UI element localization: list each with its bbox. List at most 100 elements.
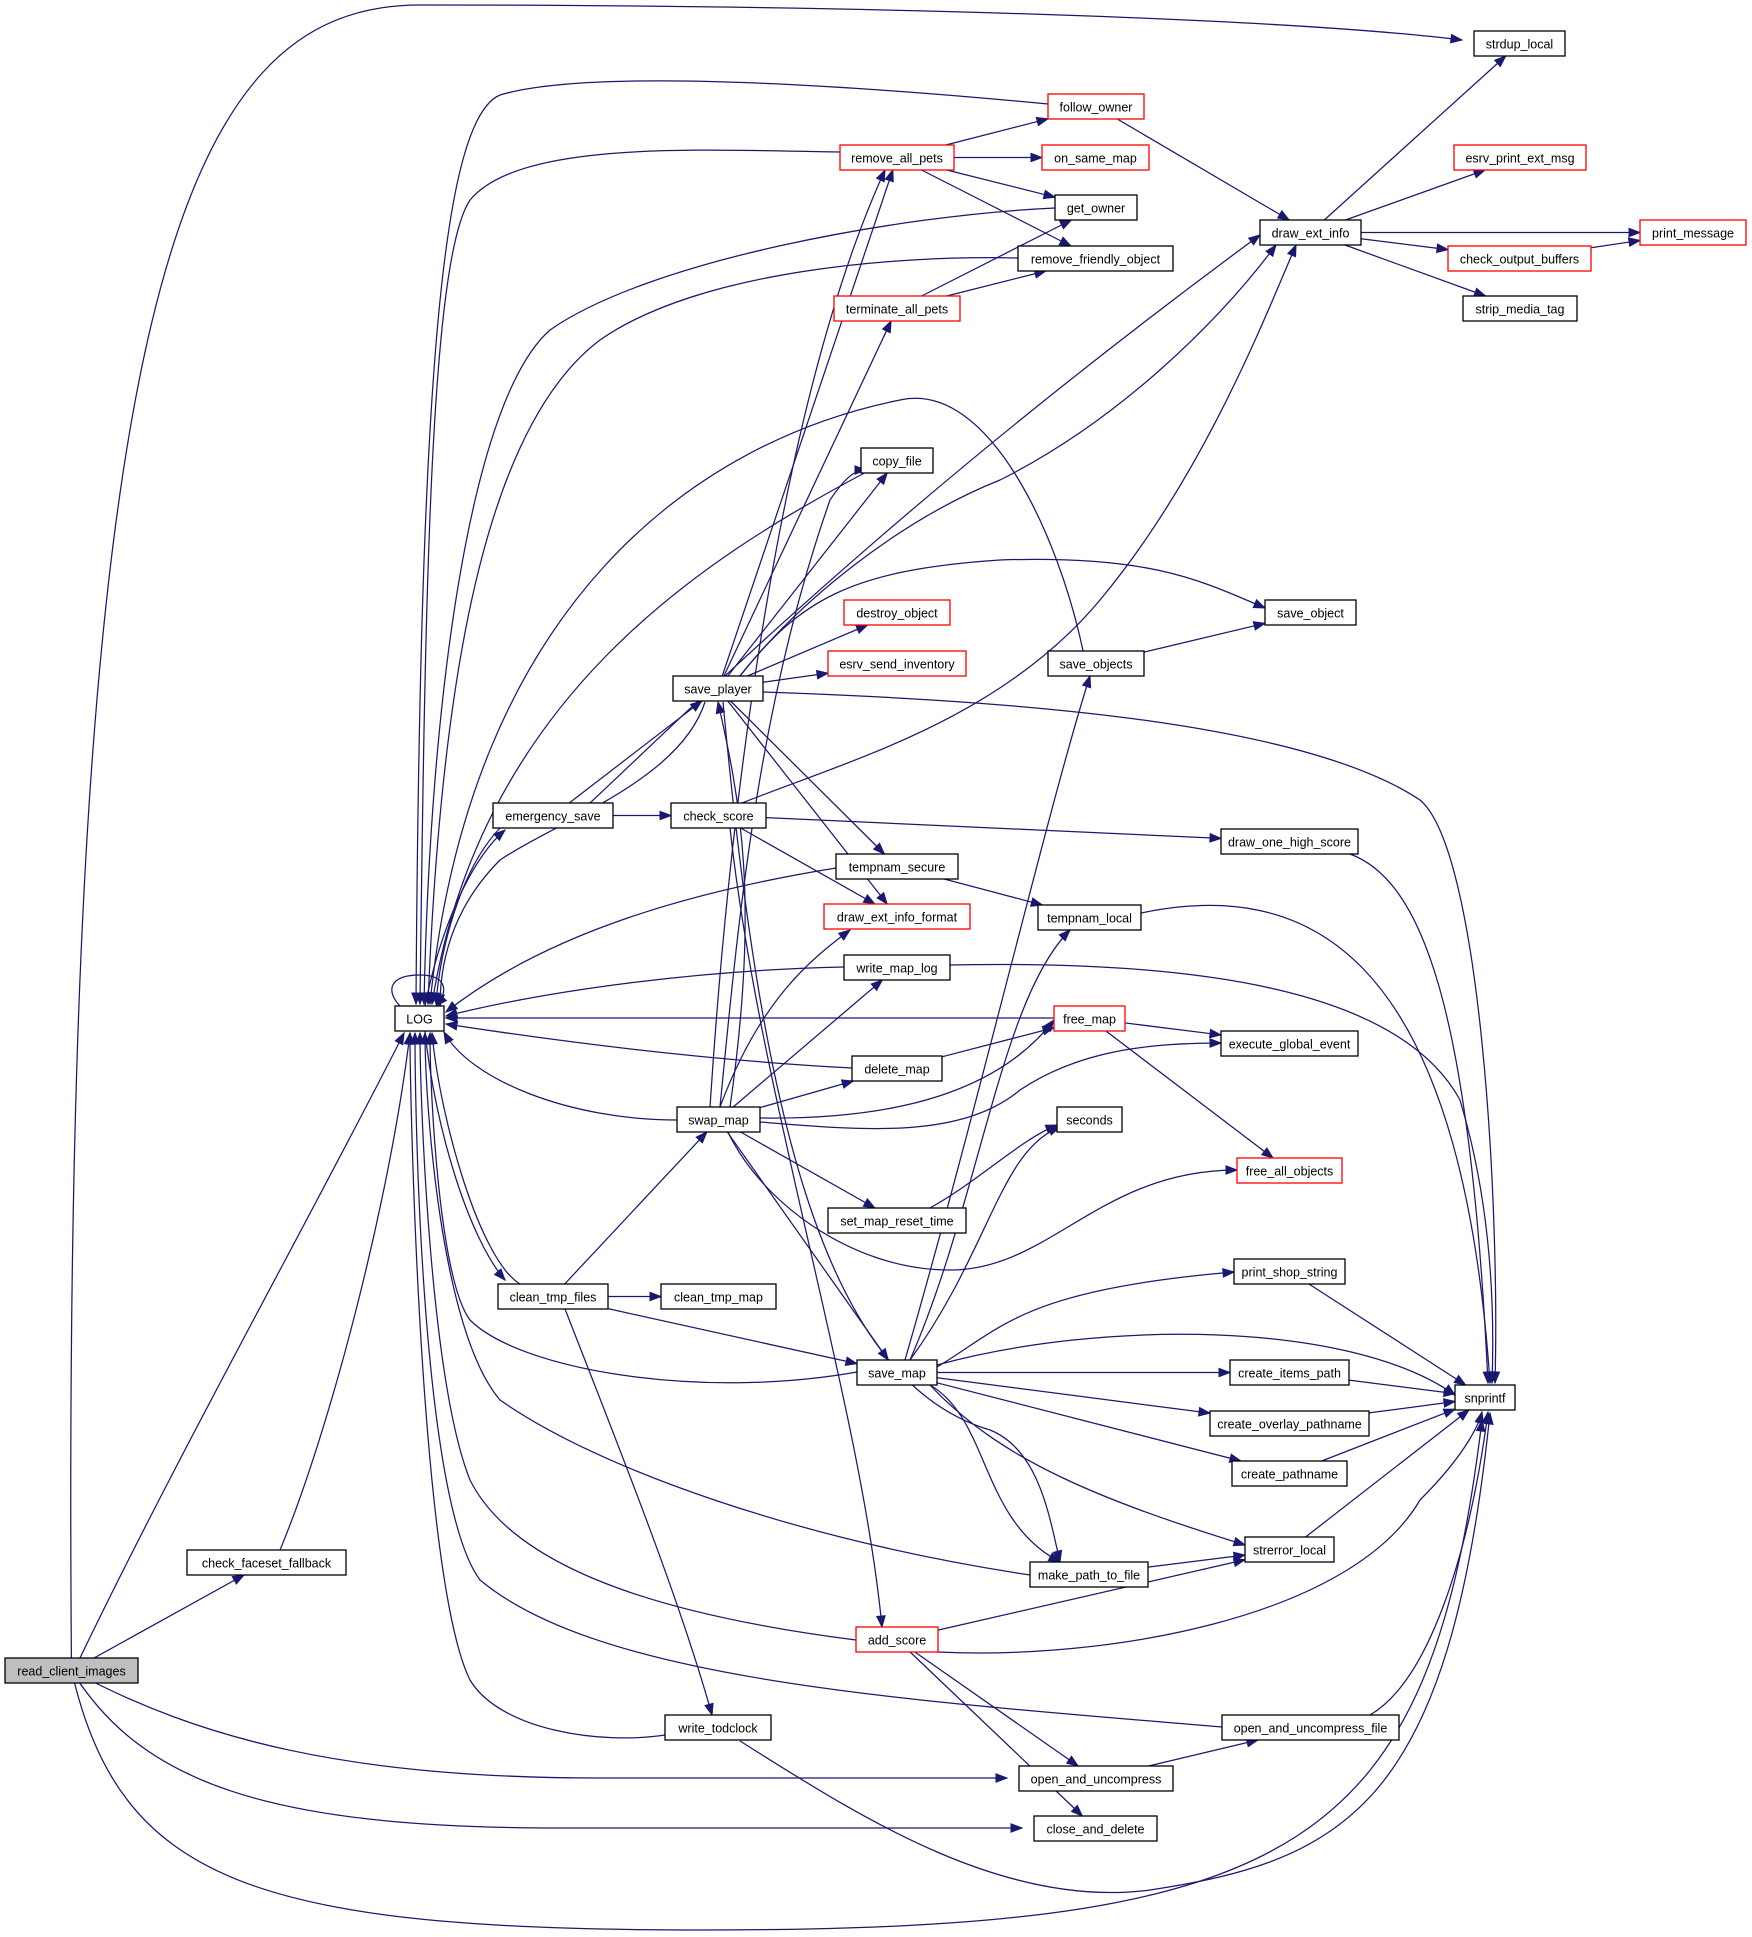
node-open-and-uncompress[interactable]: open_and_uncompress [1018, 1765, 1174, 1792]
node-box[interactable] [676, 1106, 761, 1133]
node-clean-tmp-files[interactable]: clean_tmp_files [497, 1283, 609, 1310]
node-box[interactable] [1047, 93, 1145, 120]
node-box[interactable] [835, 853, 959, 880]
node-box[interactable] [1447, 245, 1592, 272]
node-box[interactable] [1054, 194, 1138, 221]
node-create-items-path[interactable]: create_items_path [1229, 1359, 1350, 1386]
node-box[interactable] [1033, 1815, 1158, 1842]
node-save-player[interactable]: save_player [672, 675, 764, 702]
node-emergency-save[interactable]: emergency_save [492, 802, 614, 829]
node-box[interactable] [843, 599, 951, 626]
node-box[interactable] [823, 903, 971, 930]
node-box[interactable] [856, 1359, 938, 1386]
node-seconds[interactable]: seconds [1056, 1106, 1123, 1133]
node-box[interactable] [1236, 1157, 1343, 1184]
node-write-map-log[interactable]: write_map_log [843, 954, 951, 981]
node-box[interactable] [1639, 219, 1747, 246]
node-box[interactable] [1047, 650, 1145, 677]
node-box[interactable] [1454, 1384, 1516, 1411]
node-tempnam-local[interactable]: tempnam_local [1037, 904, 1142, 931]
node-create-overlay-pathname[interactable]: create_overlay_pathname [1209, 1410, 1370, 1437]
node-check-output-buffers[interactable]: check_output_buffers [1447, 245, 1592, 272]
node-box[interactable] [827, 650, 967, 677]
node-execute-global-event[interactable]: execute_global_event [1220, 1030, 1359, 1057]
node-clean-tmp-map[interactable]: clean_tmp_map [660, 1283, 777, 1310]
node-box[interactable] [1056, 1106, 1123, 1133]
node-box[interactable] [1017, 245, 1174, 272]
node-box[interactable] [1259, 219, 1362, 246]
node-destroy-object[interactable]: destroy_object [843, 599, 951, 626]
node-box[interactable] [1462, 295, 1578, 322]
node-LOG[interactable]: LOG [394, 1005, 445, 1032]
node-draw-ext-info-format[interactable]: draw_ext_info_format [823, 903, 971, 930]
node-tempnam-secure[interactable]: tempnam_secure [835, 853, 959, 880]
node-box[interactable] [1053, 1005, 1126, 1032]
node-box[interactable] [1037, 904, 1142, 931]
node-strip-media-tag[interactable]: strip_media_tag [1462, 295, 1578, 322]
node-close-and-delete[interactable]: close_and_delete [1033, 1815, 1158, 1842]
node-check-faceset-fallback[interactable]: check_faceset_fallback [186, 1549, 347, 1576]
node-box[interactable] [839, 144, 955, 171]
node-check-score[interactable]: check_score [670, 802, 767, 829]
node-strdup-local[interactable]: strdup_local [1473, 30, 1566, 57]
node-box[interactable] [1018, 1765, 1174, 1792]
node-box[interactable] [660, 1283, 777, 1310]
node-delete-map[interactable]: delete_map [851, 1055, 943, 1082]
node-esrv-send-inventory[interactable]: esrv_send_inventory [827, 650, 967, 677]
node-remove-friendly-object[interactable]: remove_friendly_object [1017, 245, 1174, 272]
node-free-all-objects[interactable]: free_all_objects [1236, 1157, 1343, 1184]
node-swap-map[interactable]: swap_map [676, 1106, 761, 1133]
node-box[interactable] [1244, 1536, 1335, 1563]
node-create-pathname[interactable]: create_pathname [1231, 1460, 1348, 1487]
node-save-object[interactable]: save_object [1264, 599, 1357, 626]
node-box[interactable] [4, 1657, 139, 1684]
node-remove-all-pets[interactable]: remove_all_pets [839, 144, 955, 171]
node-box[interactable] [670, 802, 767, 829]
node-box[interactable] [1220, 828, 1359, 855]
node-box[interactable] [1229, 1359, 1350, 1386]
node-esrv-print-ext-msg[interactable]: esrv_print_ext_msg [1453, 144, 1587, 171]
node-draw-ext-info[interactable]: draw_ext_info [1259, 219, 1362, 246]
node-box[interactable] [851, 1055, 943, 1082]
node-on-same-map[interactable]: on_same_map [1041, 144, 1150, 171]
node-box[interactable] [1473, 30, 1566, 57]
node-follow-owner[interactable]: follow_owner [1047, 93, 1145, 120]
node-box[interactable] [672, 675, 764, 702]
node-free-map[interactable]: free_map [1053, 1005, 1126, 1032]
node-box[interactable] [827, 1207, 967, 1234]
node-make-path-to-file[interactable]: make_path_to_file [1029, 1561, 1149, 1588]
node-snprintf[interactable]: snprintf [1454, 1384, 1516, 1411]
node-strerror-local[interactable]: strerror_local [1244, 1536, 1335, 1563]
node-write-todclock[interactable]: write_todclock [664, 1714, 772, 1741]
node-box[interactable] [1233, 1258, 1346, 1285]
node-box[interactable] [1029, 1561, 1149, 1588]
node-box[interactable] [1041, 144, 1150, 171]
node-save-map[interactable]: save_map [856, 1359, 938, 1386]
node-read-client-images[interactable]: read_client_images [4, 1657, 139, 1684]
node-box[interactable] [1264, 599, 1357, 626]
node-add-score[interactable]: add_score [855, 1626, 939, 1653]
node-box[interactable] [492, 802, 614, 829]
node-print-shop-string[interactable]: print_shop_string [1233, 1258, 1346, 1285]
node-box[interactable] [1221, 1714, 1400, 1741]
node-box[interactable] [1209, 1410, 1370, 1437]
node-save-objects[interactable]: save_objects [1047, 650, 1145, 677]
node-box[interactable] [497, 1283, 609, 1310]
node-print-message[interactable]: print_message [1639, 219, 1747, 246]
node-draw-one-high-score[interactable]: draw_one_high_score [1220, 828, 1359, 855]
node-box[interactable] [664, 1714, 772, 1741]
node-set-map-reset-time[interactable]: set_map_reset_time [827, 1207, 967, 1234]
node-box[interactable] [1220, 1030, 1359, 1057]
node-copy-file[interactable]: copy_file [860, 447, 934, 474]
node-box[interactable] [186, 1549, 347, 1576]
node-box[interactable] [1453, 144, 1587, 171]
node-box[interactable] [843, 954, 951, 981]
node-box[interactable] [394, 1005, 445, 1032]
node-get-owner[interactable]: get_owner [1054, 194, 1138, 221]
node-open-and-uncompress-file[interactable]: open_and_uncompress_file [1221, 1714, 1400, 1741]
node-terminate-all-pets[interactable]: terminate_all_pets [833, 295, 961, 322]
node-box[interactable] [860, 447, 934, 474]
node-box[interactable] [1231, 1460, 1348, 1487]
node-box[interactable] [855, 1626, 939, 1653]
node-box[interactable] [833, 295, 961, 322]
